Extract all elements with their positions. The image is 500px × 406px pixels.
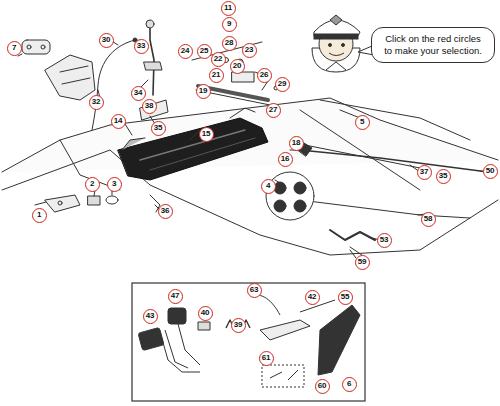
callout-number: 38 xyxy=(142,99,157,114)
callout-number: 2 xyxy=(85,177,100,192)
callout-number: 5 xyxy=(355,115,370,130)
callout-number: 29 xyxy=(275,77,290,92)
callout-number: 23 xyxy=(242,43,257,58)
callout-number: 24 xyxy=(178,44,193,59)
callout-number: 6 xyxy=(342,377,357,392)
callout-number: 60 xyxy=(315,379,330,394)
callout-number: 7 xyxy=(7,41,22,56)
callout-number: 30 xyxy=(99,33,114,48)
callout-number: 53 xyxy=(377,233,392,248)
callout-number: 63 xyxy=(247,283,262,298)
callout-number: 9 xyxy=(222,17,237,32)
callout-number: 22 xyxy=(211,52,226,67)
callout-number: 47 xyxy=(168,289,183,304)
callout-number: 43 xyxy=(143,309,158,324)
callout-number: 25 xyxy=(197,44,212,59)
callout-number: 34 xyxy=(131,86,146,101)
callout-number: 40 xyxy=(198,306,213,321)
callout-number: 27 xyxy=(266,103,281,118)
callout-number: 21 xyxy=(209,68,224,83)
callout-number: 18 xyxy=(289,136,304,151)
callout-number: 11 xyxy=(221,1,236,16)
callout-number: 32 xyxy=(89,95,104,110)
callout-number: 58 xyxy=(421,212,436,227)
callout-number: 15 xyxy=(199,127,214,142)
callout-number: 35 xyxy=(151,121,166,136)
callout-number: 19 xyxy=(196,84,211,99)
callout-number: 61 xyxy=(259,351,274,366)
callout-number: 1 xyxy=(32,208,47,223)
callout-number: 50 xyxy=(483,164,498,179)
callout-number: 59 xyxy=(355,255,370,270)
callout-number: 33 xyxy=(134,39,149,54)
callout-number: 16 xyxy=(278,152,293,167)
callout-number: 28 xyxy=(222,36,237,51)
callout-number: 42 xyxy=(305,290,320,305)
callout-number: 20 xyxy=(230,59,245,74)
callout-number: 4 xyxy=(261,179,276,194)
speech-bubble: Click on the red circles to make your se… xyxy=(371,27,495,63)
callout-number: 39 xyxy=(231,318,246,333)
callout-number: 14 xyxy=(111,114,126,129)
callout-number: 37 xyxy=(417,165,432,180)
callout-number: 26 xyxy=(257,68,272,83)
callout-number: 55 xyxy=(338,290,353,305)
callout-number: 36 xyxy=(158,204,173,219)
callout-number: 35 xyxy=(436,169,451,184)
callout-number: 3 xyxy=(107,177,122,192)
bubble-text: Click on the red circles to make your se… xyxy=(380,33,486,57)
